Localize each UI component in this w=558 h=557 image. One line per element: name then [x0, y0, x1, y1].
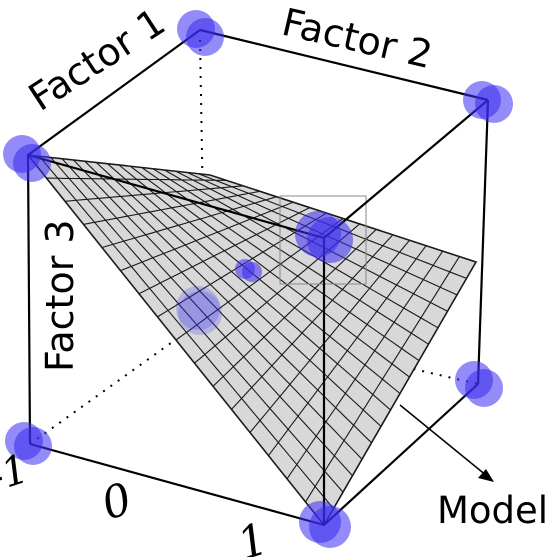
tick-one: 1	[232, 513, 274, 557]
hidden-edge-top-back-vertical	[199, 39, 204, 211]
mesh-line-v	[130, 165, 410, 378]
response-surface	[26, 153, 478, 527]
mesh-line-v	[50, 157, 344, 493]
edge-left-vertical	[26, 154, 32, 445]
design-point-center-small	[235, 259, 262, 282]
edge-right-vertical	[476, 99, 490, 385]
hidden-cube-edges	[29, 39, 479, 445]
hidden-edge-bottom-back-right	[202, 319, 479, 385]
design-point-hidden-left	[176, 286, 222, 335]
edge-bottom-right	[323, 383, 479, 526]
tick-zero: 0	[96, 473, 138, 530]
mesh-line-v	[73, 159, 363, 460]
design-point-bottom-left	[5, 422, 52, 465]
mesh-line-v	[38, 155, 334, 509]
surface-fill	[26, 153, 478, 527]
cube-edges	[26, 28, 490, 527]
design-point-center-face	[295, 211, 353, 263]
edge-top-right	[323, 99, 489, 239]
design-point-bottom-right	[455, 361, 503, 407]
factor1-label: Factor 1	[21, 0, 173, 120]
mesh-line-v	[95, 162, 382, 427]
factor3-label: Factor 3	[38, 219, 82, 372]
design-point-top-left	[3, 135, 51, 182]
factor2-label: Factor 2	[278, 0, 437, 77]
edge-top-left	[27, 29, 201, 156]
edge-top-back	[199, 28, 489, 102]
edge-top-front	[27, 153, 325, 240]
model-arrow	[399, 404, 494, 482]
edge-bottom-front	[29, 442, 325, 527]
mesh-line-v	[61, 158, 353, 477]
design-point-top-right	[463, 81, 513, 123]
mesh-line-v	[118, 164, 401, 394]
design-point-bottom-front	[299, 501, 351, 548]
design-points	[3, 10, 513, 548]
mesh-line-v	[107, 163, 391, 411]
mesh-line-v	[152, 168, 429, 345]
design-point-top-back	[177, 10, 224, 56]
model-label: Model	[437, 489, 548, 532]
